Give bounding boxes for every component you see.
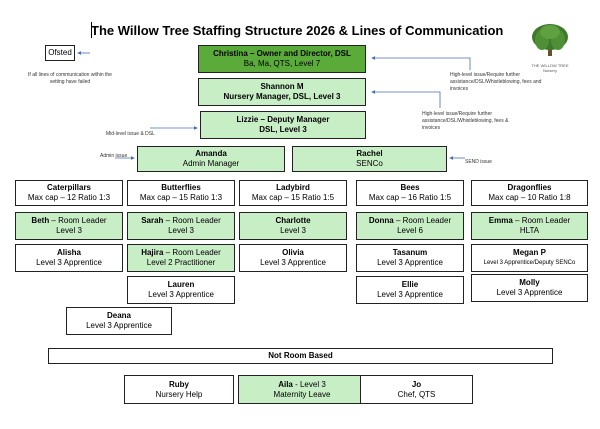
room-caterpillars: Caterpillars Max cap – 12 Ratio 1:3: [15, 180, 123, 206]
shannon-box: Shannon M Nursery Manager, DSL, Level 3: [198, 78, 366, 106]
rachel-role: SENCo: [356, 159, 383, 168]
staff-deana: Deana Level 3 Apprentice: [66, 307, 172, 335]
staff-lauren: Lauren Level 3 Apprentice: [127, 276, 235, 304]
staff-alisha: Alisha Level 3 Apprentice: [15, 244, 123, 272]
shannon-line1: Shannon M: [260, 82, 304, 91]
leader-charlotte: Charlotte Level 3: [239, 212, 347, 240]
christina-line2: Ba, Ma, QTS, Level 7: [243, 59, 321, 68]
staff-hajira: Hajira – Room Leader Level 2 Practitione…: [127, 244, 235, 272]
room-bees: Bees Max cap – 16 Ratio 1:5: [356, 180, 464, 206]
staff-ellie: Ellie Level 3 Apprentice: [356, 276, 464, 304]
logo-name: THE WILLOW TREE: [531, 63, 569, 68]
leader-donna: Donna – Room Leader Level 6: [356, 212, 464, 240]
page-title: The Willow Tree Staffing Structure 2026 …: [91, 23, 504, 38]
lizzie-line2: DSL, Level 3: [259, 125, 307, 134]
amanda-name: Amanda: [195, 149, 227, 158]
staff-tasanum: Tasanum Level 3 Apprentice: [356, 244, 464, 272]
room-ladybird: Ladybird Max cap – 15 Ratio 1:5: [239, 180, 347, 206]
arrow-high2: [371, 90, 441, 108]
lizzie-line1: Lizzie – Deputy Manager: [236, 115, 330, 124]
room-butterflies: Butterflies Max cap – 15 Ratio 1:3: [127, 180, 235, 206]
staff-olivia: Olivia Level 3 Apprentice: [239, 244, 347, 272]
staff-jo: Jo Chef, QTS: [360, 375, 473, 404]
note-mid: Mid-level issue & DSL: [106, 131, 155, 137]
amanda-role: Admin Manager: [182, 159, 240, 168]
note-send: SEND issue: [465, 159, 492, 165]
tree-icon: [532, 24, 568, 56]
note-high1: High-level issue/Require further assista…: [450, 72, 542, 92]
lizzie-box: Lizzie – Deputy Manager DSL, Level 3: [200, 111, 366, 139]
arrow-high1: [371, 56, 471, 70]
christina-line1: Christina – Owner and Director, DSL: [213, 49, 351, 58]
leader-sarah: Sarah – Room Leader Level 3: [127, 212, 235, 240]
ofsted-label: Ofsted: [48, 48, 72, 57]
christina-box: Christina – Owner and Director, DSL Ba, …: [198, 45, 366, 73]
ofsted-note: If all lines of communication within the…: [28, 72, 112, 85]
shannon-line2: Nursery Manager, DSL, Level 3: [223, 92, 341, 101]
ofsted-box: Ofsted: [45, 45, 75, 61]
room-dragonflies: Dragonflies Max cap – 10 Ratio 1:8: [471, 180, 588, 206]
willow-tree-logo: THE WILLOW TREE Nursery: [528, 22, 572, 73]
rachel-box: Rachel SENCo: [292, 146, 447, 172]
staff-ruby: Ruby Nursery Help: [124, 375, 234, 404]
leader-emma: Emma – Room Leader HLTA: [471, 212, 588, 240]
logo-tagline: Nursery: [542, 68, 557, 73]
staff-molly: Molly Level 3 Apprentice: [471, 274, 588, 302]
not-room-based-bar: Not Room Based: [48, 348, 553, 364]
text-cursor: [91, 22, 92, 38]
staff-aila: Aila - Level 3 Maternity Leave: [238, 375, 366, 404]
leader-beth: Beth – Room Leader Level 3: [15, 212, 123, 240]
note-high2: High-level issue/Require further assista…: [422, 111, 509, 131]
amanda-box: Amanda Admin Manager: [137, 146, 285, 172]
rachel-name: Rachel: [356, 149, 383, 158]
staff-meganp: Megan P Level 3 Apprentice/Deputy SENCo: [471, 244, 588, 272]
note-admin: Admin issue: [100, 153, 128, 159]
